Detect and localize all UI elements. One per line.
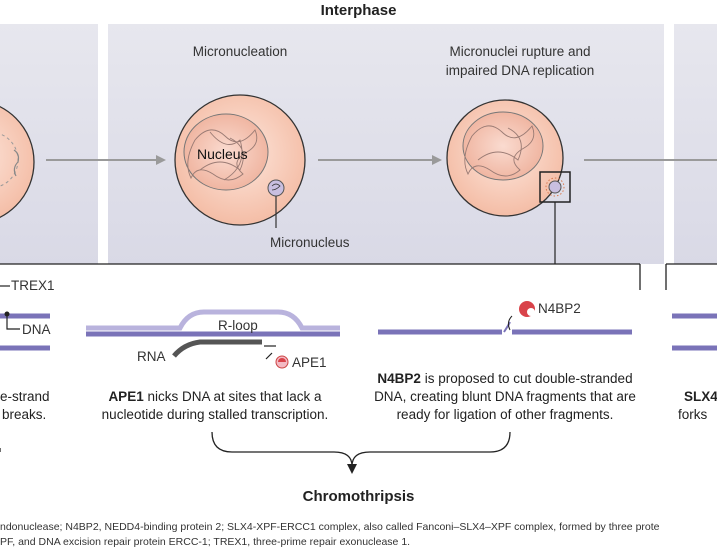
n4bp2-caption-line3: ready for ligation of other fragments. [396,407,614,422]
ape1-caption-rest: nicks DNA at sites that lack a [143,389,322,404]
left-cell [0,105,35,219]
dna-label: DNA [22,322,51,337]
trex1-label: TREX1 [11,278,55,293]
rloop-label: R-loop [218,318,258,333]
chromothripsis-brace [0,431,511,474]
right-panel-dna [672,313,717,351]
interphase-title: Interphase [320,2,397,19]
right-caption-line2: forks [678,407,708,422]
rupture-title-line2: impaired DNA replication [445,63,595,78]
n4bp2-caption-line1: N4BP2 is proposed to cut double-stranded [355,370,655,387]
ape1-label: APE1 [292,355,327,370]
ape1-caption-line1: APE1 nicks DNA at sites that lack a [90,388,340,405]
n4bp2-caption-bold: N4BP2 [377,371,421,386]
chromothripsis-label: Chromothripsis [302,488,415,505]
n4bp2-caption-line2: DNA, creating blunt DNA fragments that a… [374,389,636,404]
rna-label: RNA [137,349,166,364]
rupture-title-line1: Micronuclei rupture and [449,44,591,59]
left-caption-line2: breaks. [2,407,47,422]
left-panel-dna [0,285,50,351]
n4bp2-dna [378,301,632,335]
micronucleus-label: Micronucleus [270,235,350,250]
ape1-caption-bold: APE1 [108,389,144,404]
micronucleation-title: Micronucleation [192,44,288,59]
ape1-caption-line2: nucleotide during stalled transcription. [101,407,329,422]
stage-arrows [46,155,717,165]
rupture-cell [446,99,571,264]
n4bp2-caption-rest: is proposed to cut double-stranded [420,371,633,386]
micronucleation-cell [174,94,306,228]
nucleus-label: Nucleus [197,146,248,162]
left-caption-line1: e-strand [0,389,50,404]
n4bp2-label: N4BP2 [538,301,581,316]
right-stage-background [674,24,717,264]
right-caption-line1: SLX4 [684,389,717,404]
ape1-dna [86,309,340,369]
footnote-line2: PF, and DNA excision repair protein ERCC… [0,536,411,548]
connector-lines [0,263,717,290]
footnote-line1: ndonuclease; N4BP2, NEDD4-binding protei… [0,521,660,533]
